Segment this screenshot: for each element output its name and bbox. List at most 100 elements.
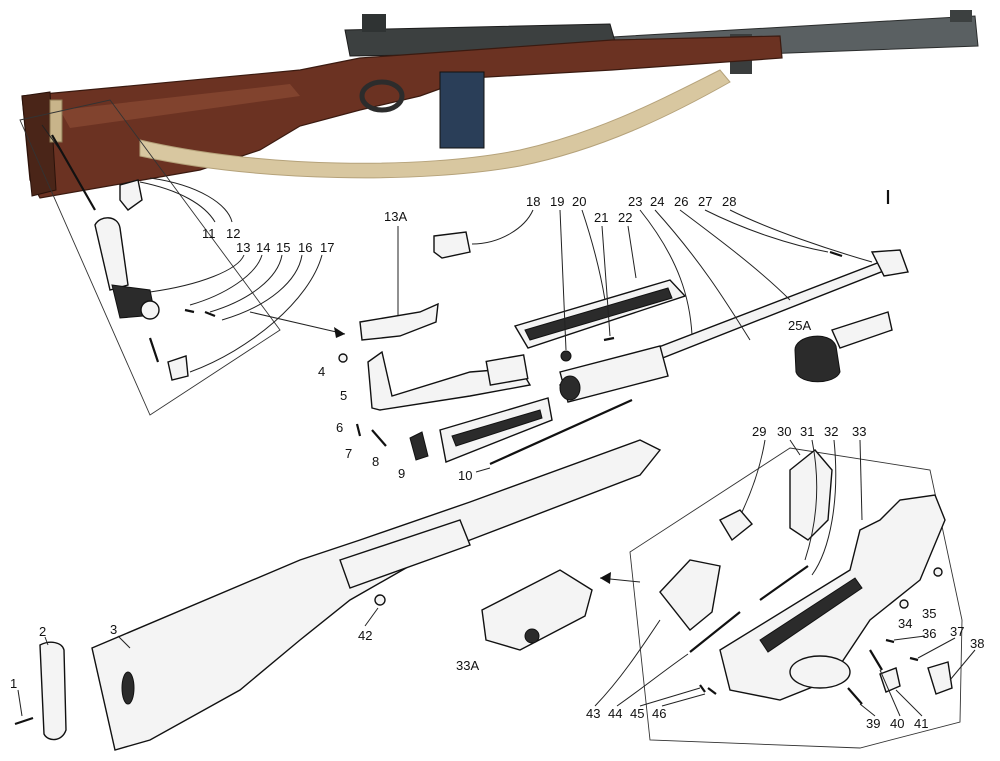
part-46-plunger	[707, 687, 717, 695]
rifle-magazine	[439, 71, 485, 149]
label-36: 36	[922, 626, 936, 641]
trigger-housing-group	[481, 439, 976, 749]
label-4: 4	[318, 364, 325, 379]
label-13a: 13A	[384, 209, 407, 224]
leader-36	[893, 635, 926, 641]
part-5-slide-block	[485, 354, 529, 386]
part-3-sling-slot	[121, 671, 135, 705]
label-6: 6	[336, 420, 343, 435]
upper-mechanism	[338, 190, 909, 473]
label-35: 35	[922, 606, 936, 621]
label-23: 23	[628, 194, 642, 209]
part-25a-bayonet-lug	[831, 311, 893, 349]
label-42: 42	[358, 628, 372, 643]
leader-28	[729, 209, 873, 263]
label-32: 32	[824, 424, 838, 439]
part-43-trigger	[659, 559, 721, 631]
part-21-screw	[603, 336, 615, 342]
leader-22	[627, 225, 637, 279]
butt-parts-frame	[19, 99, 346, 416]
label-33a: 33A	[456, 658, 479, 673]
part-25a-band	[794, 335, 841, 383]
butt-frame-outline	[19, 99, 281, 416]
part-2-butt-plate	[39, 641, 67, 741]
part-16-pin	[148, 337, 160, 363]
rifle-photo	[21, 10, 979, 199]
leader-29	[741, 439, 766, 513]
part-13-oiler	[94, 217, 129, 291]
part-22-inner	[524, 287, 673, 341]
leader-46	[661, 693, 706, 707]
rifle-trigger-guard	[359, 79, 405, 113]
part-3-stock	[91, 439, 662, 751]
leader-14	[189, 254, 263, 306]
part-13a-sight	[359, 302, 439, 341]
label-28: 28	[722, 194, 736, 209]
leader-38	[949, 649, 976, 681]
leader-23	[639, 209, 693, 336]
part-33a-hole	[524, 628, 540, 644]
leader-11	[139, 181, 216, 223]
leader-33	[859, 439, 863, 521]
leader-16	[221, 254, 303, 321]
label-40: 40	[890, 716, 904, 731]
stock-line-art	[14, 439, 662, 751]
label-11: 11	[202, 226, 216, 241]
label-20: 20	[572, 194, 586, 209]
leader-20	[581, 209, 606, 301]
part-6-pin	[355, 423, 362, 437]
label-26: 26	[674, 194, 688, 209]
leader-41	[895, 689, 923, 717]
rifle-front-sight	[950, 10, 972, 22]
label-2: 2	[39, 624, 46, 639]
label-8: 8	[372, 454, 379, 469]
leader-24	[654, 209, 751, 341]
leader-30	[789, 439, 801, 456]
part-10-spring	[489, 398, 633, 466]
label-31: 31	[800, 424, 814, 439]
part-12-latch	[119, 179, 143, 211]
label-12: 12	[226, 226, 240, 241]
part-8-hammer	[409, 431, 429, 461]
label-1: 1	[10, 676, 17, 691]
label-37: 37	[950, 624, 964, 639]
part-7-pin	[371, 429, 387, 447]
label-46: 46	[652, 706, 666, 721]
leader-21	[601, 225, 611, 337]
label-14: 14	[256, 240, 270, 255]
leader-10	[475, 467, 491, 473]
part-30-hammer	[789, 449, 833, 541]
label-9: 9	[398, 466, 405, 481]
label-10: 10	[458, 468, 472, 483]
part-28-front-sight	[870, 249, 909, 277]
part-29-sear	[719, 509, 754, 542]
label-39: 39	[866, 716, 880, 731]
leader-3	[117, 635, 131, 649]
rifle-stock-highlight	[60, 84, 300, 128]
leader-27	[704, 209, 829, 253]
label-21: 21	[594, 210, 608, 225]
leader-31	[804, 439, 818, 561]
callout-labels: 1 2 3 4 5 6 7 8 9 10 11 12 13 13A 14 15 …	[10, 194, 984, 731]
leader-42	[364, 607, 379, 627]
label-15: 15	[276, 240, 290, 255]
label-44: 44	[608, 706, 622, 721]
leader-26	[679, 209, 791, 301]
label-38: 38	[970, 636, 984, 651]
label-3: 3	[110, 622, 117, 637]
label-45: 45	[630, 706, 644, 721]
part-40-pin	[869, 649, 883, 671]
leader-40	[879, 669, 901, 717]
part-25-bolt-face	[559, 375, 581, 401]
leader-19	[559, 209, 567, 351]
leader-37	[917, 637, 956, 659]
part-34-plunger	[899, 599, 909, 609]
oiler-rod	[51, 134, 96, 211]
leader-1	[17, 689, 23, 717]
part-17-disc	[167, 355, 189, 381]
label-16: 16	[298, 240, 312, 255]
label-41: 41	[914, 716, 928, 731]
label-43: 43	[586, 706, 600, 721]
